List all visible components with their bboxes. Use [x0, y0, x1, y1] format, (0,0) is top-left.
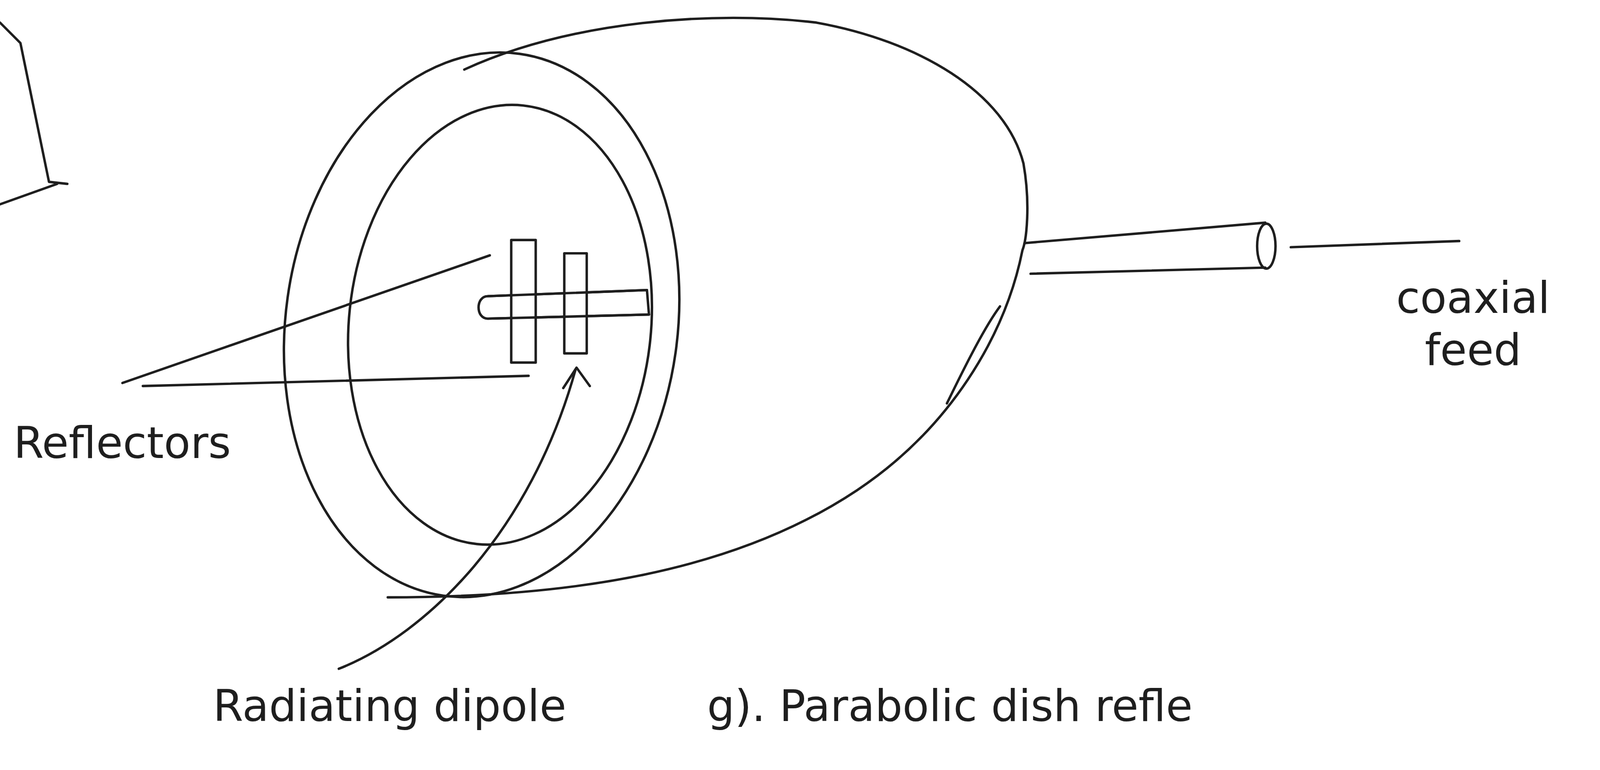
dish-body [387, 17, 1028, 597]
leader-line [122, 255, 490, 383]
figure-fragment [0, 183, 58, 204]
feed-rod [1030, 267, 1266, 274]
feed-rod [1024, 222, 1266, 243]
dipole-boom [487, 290, 650, 319]
leader-line [142, 375, 529, 387]
dish-shading [946, 306, 1000, 404]
reflector-element [511, 239, 536, 363]
figure-fragment [0, 22, 68, 185]
arrow-head [563, 367, 591, 388]
dipole-element [564, 253, 587, 354]
part-label: Radiating dipole [213, 679, 567, 733]
figure-caption: g). Parabolic dish refle [707, 679, 1193, 733]
leader-line [1290, 241, 1460, 248]
feed-rod-end [1257, 223, 1276, 269]
leader-line [338, 369, 576, 669]
part-label: Reflectors [13, 416, 232, 470]
feed-label: coaxial feed [1355, 271, 1591, 377]
dish-rim [249, 26, 714, 623]
dish-inner-rim [326, 89, 674, 560]
